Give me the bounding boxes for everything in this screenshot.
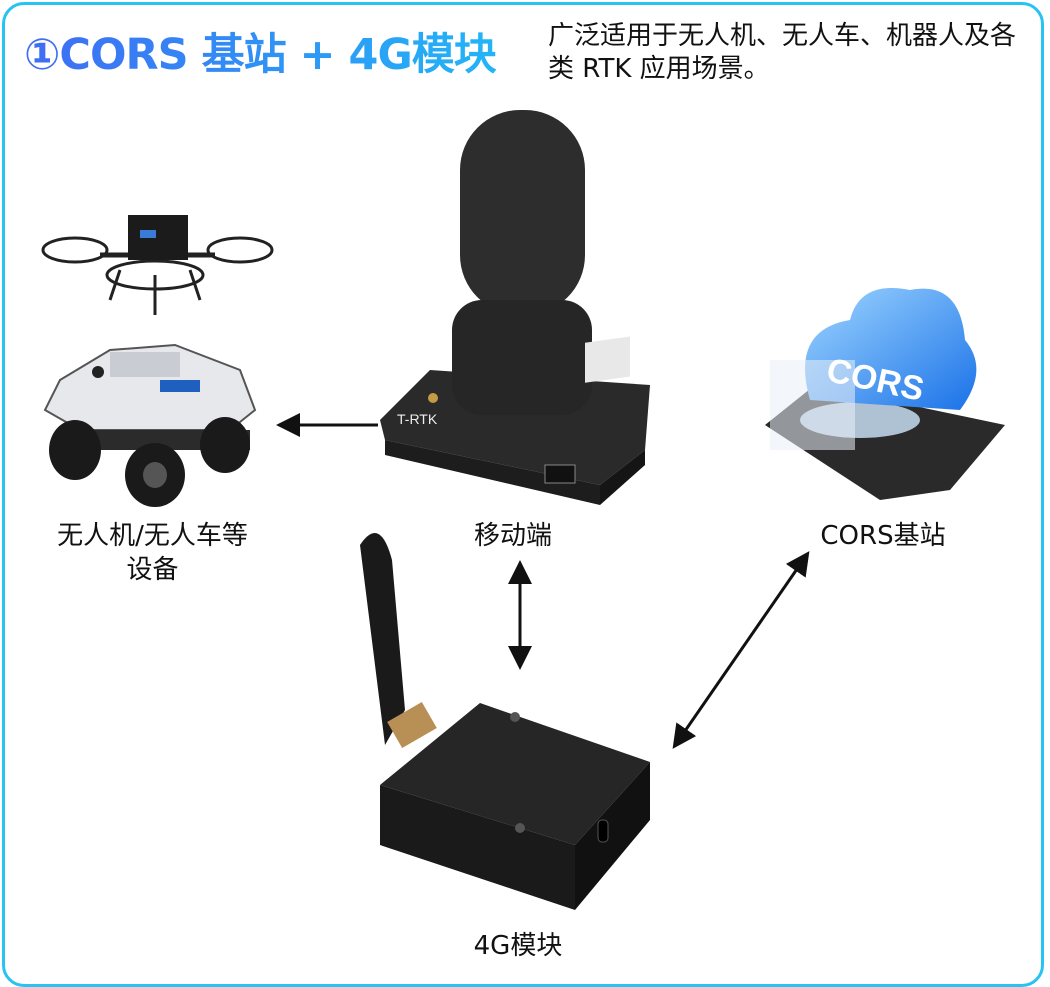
arrow-cors-4g — [672, 551, 810, 749]
devices-label-line1: 无人机/无人车等 — [57, 521, 248, 551]
rover-image — [43, 343, 257, 507]
page-title: ①CORS 基站 + 4G模块 — [24, 20, 497, 82]
mobile-label: 移动端 — [473, 521, 552, 551]
trtk-mobile-image: T-RTK — [380, 110, 650, 505]
devices-label: 无人机/无人车等 设备 — [30, 519, 275, 587]
devices-label-line2: 设备 — [126, 555, 179, 585]
module-4g-label: 4G模块 — [473, 931, 563, 961]
cors-label: CORS基站 — [820, 521, 946, 551]
cors-base-image: CORS — [765, 288, 1005, 500]
drone-image — [41, 215, 274, 315]
module-4g-image — [360, 533, 650, 910]
trtk-brand-text: T-RTK — [397, 411, 438, 427]
page-subtitle: 广泛适用于无人机、无人车、机器人及各类 RTK 应用场景。 — [548, 21, 1017, 84]
